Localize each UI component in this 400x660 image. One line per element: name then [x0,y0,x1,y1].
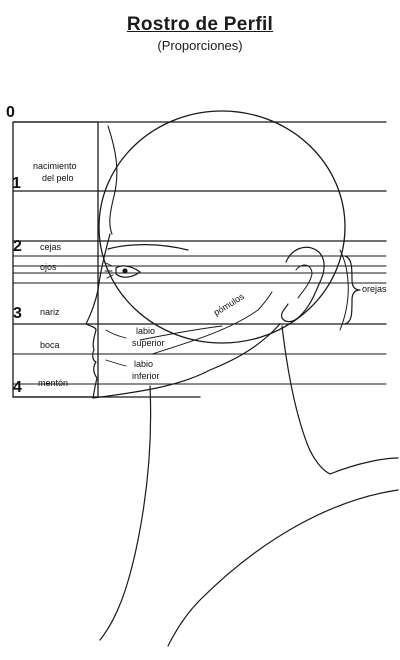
eye-outline [115,265,141,278]
back-of-head [339,249,349,331]
scale-number-1: 1 [12,175,21,192]
ear-bracket [344,255,361,325]
jaw-line [92,323,281,399]
label-hairline-line1: nacimiento [33,161,77,171]
diagram-title: Rostro de Perfil [126,14,274,35]
neck-front [99,385,152,641]
eyelashes [104,262,114,279]
cheek-line [139,325,223,341]
scale-numbers: 0 1 2 3 4 [6,104,22,396]
guide-lines [12,121,387,398]
label-upper-lip-line1: labio [136,326,155,336]
ear-outline [281,246,325,323]
scale-number-0: 0 [6,104,15,121]
label-nose: nariz [40,307,60,317]
head-drawing [85,110,399,647]
hairline-curve [107,125,118,235]
label-upper-lip-line2: superior [132,338,165,348]
cranium-circle [98,110,346,344]
ear-inner [295,264,313,299]
label-eyebrows: cejas [40,242,62,252]
scale-number-2: 2 [13,238,22,255]
face-profile [85,233,111,399]
label-ears: orejas [362,284,387,294]
label-cheekbones: pómulos [212,291,247,318]
cheekbone-curve [151,291,273,355]
scale-number-4: 4 [13,379,22,396]
label-hairline-line2: del pelo [42,173,74,183]
scale-number-3: 3 [13,305,22,322]
label-lower-lip-line2: inferior [132,371,160,381]
label-chin: mentón [38,378,68,388]
diagram-subtitle: (Proporciones) [157,38,243,53]
label-lower-lip-line1: labio [134,359,153,369]
shoulder-line [329,457,399,475]
label-mouth: boca [40,340,60,350]
lip-pointer-lower [105,359,127,367]
eye-pupil [122,268,128,274]
eyebrow [107,244,189,251]
label-eyes: ojos [40,262,57,272]
shoulder-back [167,489,399,647]
neck-back [281,325,331,475]
lip-pointer-upper [105,329,127,339]
